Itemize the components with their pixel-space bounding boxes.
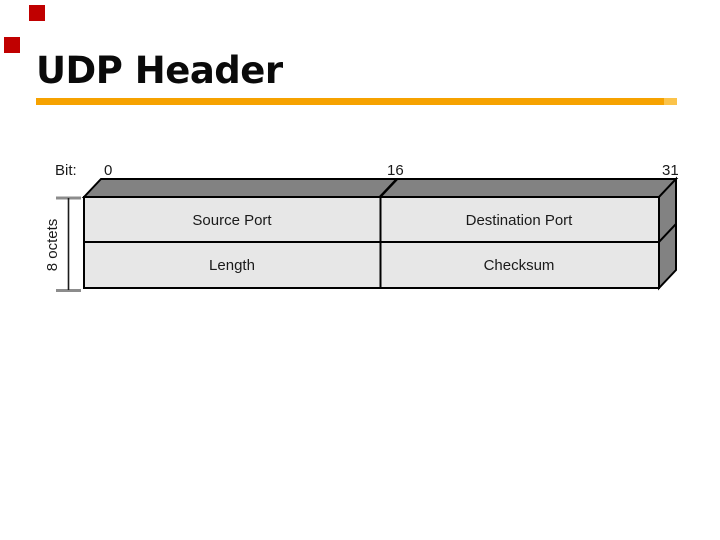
field-destination-port: Destination Port bbox=[466, 212, 574, 229]
decor-square-top bbox=[29, 5, 45, 21]
box-top-face bbox=[81, 178, 679, 198]
header-row1-face bbox=[83, 196, 660, 243]
bit-tick-0: 0 bbox=[104, 162, 112, 179]
title-underline bbox=[36, 98, 677, 105]
octets-label: 8 octets bbox=[44, 219, 61, 272]
bracket-bottom-serif bbox=[56, 289, 81, 292]
bit-tick-31: 31 bbox=[662, 162, 679, 179]
field-checksum: Checksum bbox=[484, 257, 555, 274]
field-length: Length bbox=[209, 257, 255, 274]
column-divider-top-slant bbox=[379, 178, 398, 198]
page-title: UDP Header bbox=[36, 49, 283, 92]
bit-scale-label: Bit: bbox=[55, 162, 77, 179]
decor-square-left bbox=[4, 37, 20, 53]
bit-tick-16: 16 bbox=[387, 162, 404, 179]
field-source-port: Source Port bbox=[192, 212, 272, 229]
header-row2-face bbox=[83, 241, 660, 289]
